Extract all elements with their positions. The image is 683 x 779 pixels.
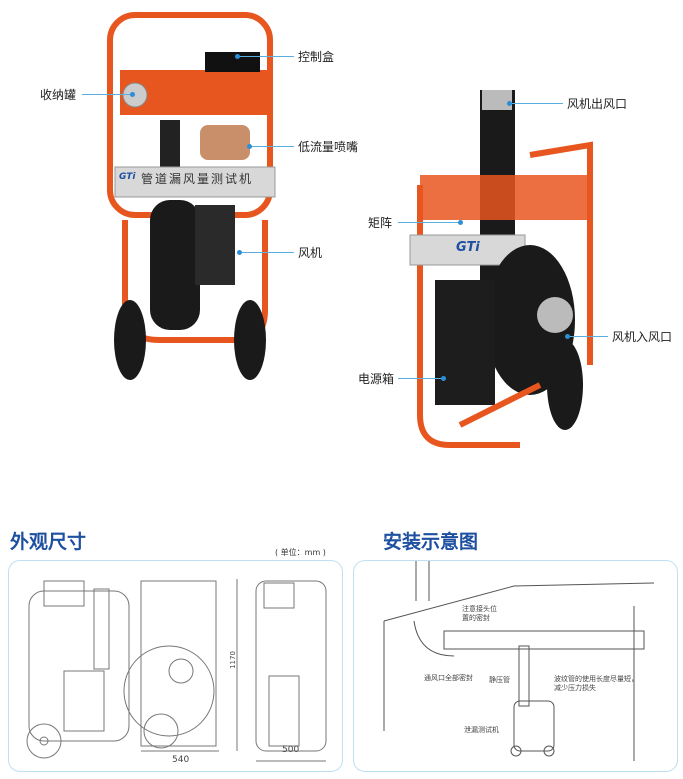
label-fan-inlet: 风机入风口	[612, 330, 673, 344]
label-matrix: 矩阵	[368, 216, 393, 230]
label-power-box: 电源箱	[358, 372, 395, 386]
label-fan: 风机	[298, 246, 323, 260]
unit-note: ( 单位：mm )	[275, 548, 326, 557]
dimensions-panel: 540 500 1170	[8, 560, 343, 772]
duct-leakage-tester-front-photo	[107, 12, 276, 380]
logo: GTi	[119, 172, 136, 182]
note-static-tube: 静压管	[489, 676, 510, 684]
dimensions-title: 外观尺寸	[10, 531, 87, 553]
dimension-drawings	[26, 579, 327, 762]
nameplate: 管道漏风量测试机	[141, 172, 254, 186]
installation-panel: 注意接头位置的密封 通风口全部密封 静压管 波纹管的使用长度尽量短，减少压力损失…	[353, 560, 678, 772]
note-tester: 泄漏测试机	[464, 726, 499, 734]
gti-logo: GTi	[456, 240, 480, 255]
label-control-box: 控制盒	[298, 50, 335, 64]
label-low-flow-nozzle: 低流量喷嘴	[298, 140, 359, 154]
duct-leakage-tester-side-photo	[409, 90, 593, 448]
label-storage-tank: 收纳罐	[40, 88, 77, 102]
note-joint-seal: 注意接头位置的密封	[462, 605, 497, 622]
installation-diagram	[383, 561, 655, 761]
dim-height: 1170	[228, 651, 237, 669]
label-fan-outlet: 风机出风口	[567, 97, 628, 111]
note-bellows: 波纹管的使用长度尽量短，减少压力损失	[554, 675, 638, 692]
installation-title: 安装示意图	[383, 531, 479, 553]
note-vents-sealed: 通风口全部密封	[424, 674, 473, 682]
dim-width-side: 540	[172, 755, 190, 765]
dim-width-front: 500	[282, 745, 300, 755]
